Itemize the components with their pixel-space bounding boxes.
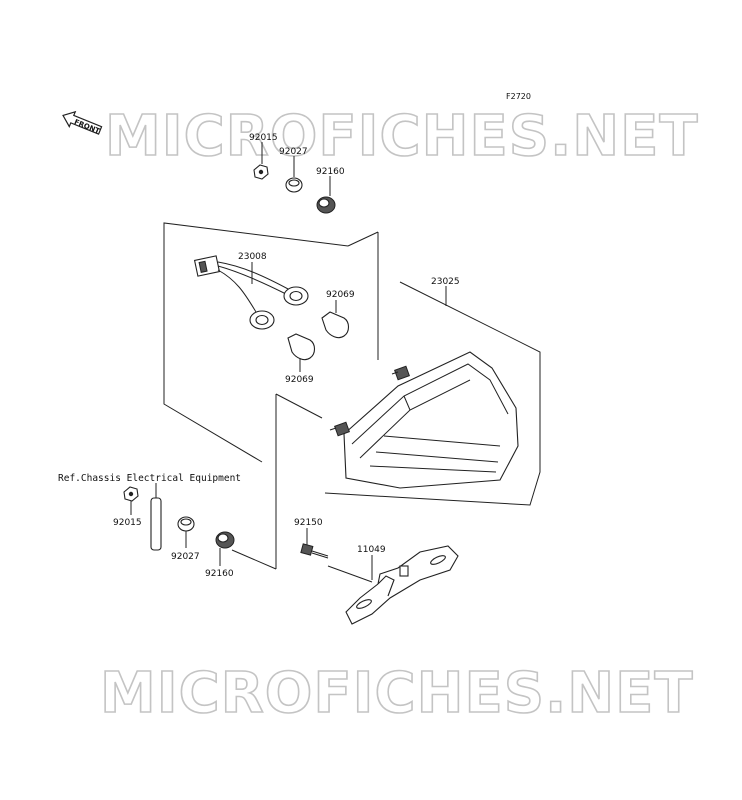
part-number-label: 92027 <box>279 147 308 157</box>
bulb-92069-lower <box>287 333 316 361</box>
plate-strip <box>150 483 162 551</box>
harness-23008 <box>193 255 309 330</box>
part-number-label: 92160 <box>316 167 345 177</box>
collar-92027-top <box>285 177 303 193</box>
reference-note: Ref.Chassis Electrical Equipment <box>58 473 241 484</box>
assembly-outline <box>163 222 349 463</box>
part-number-label: 92027 <box>171 552 200 562</box>
tail-lamp-23025 <box>329 351 519 489</box>
nut-92015-top <box>253 164 269 180</box>
part-number-label: 92160 <box>205 569 234 579</box>
grommet-92160-lower <box>215 531 235 549</box>
watermark-bottom: MICROFICHES.NET <box>100 661 694 726</box>
part-number-label: 23025 <box>431 277 460 287</box>
lower-outline-top <box>275 393 323 419</box>
bulb-92069-upper <box>321 311 350 339</box>
lens-outline <box>324 281 541 506</box>
part-number-label: 92069 <box>326 290 355 300</box>
bolt-92150 <box>300 543 329 559</box>
part-number-label: 11049 <box>357 545 386 555</box>
front-arrow-icon: FRONT <box>62 110 103 135</box>
figure-id: F2720 <box>506 92 531 101</box>
grommet-92160-top <box>316 196 336 214</box>
part-number-label: 92069 <box>285 375 314 385</box>
bracket-11049 <box>345 545 459 625</box>
watermark-top: MICROFICHES.NET <box>105 104 699 169</box>
part-number-label: 23008 <box>238 252 267 262</box>
lower-outline-bottom <box>231 549 277 570</box>
part-number-label: 92015 <box>249 133 278 143</box>
nut-92015-lower <box>123 486 139 502</box>
part-number-label: 92150 <box>294 518 323 528</box>
part-number-label: 92015 <box>113 518 142 528</box>
outline-top <box>347 231 379 247</box>
bolt-bracket-link <box>327 565 373 583</box>
collar-92027-lower <box>177 516 195 532</box>
